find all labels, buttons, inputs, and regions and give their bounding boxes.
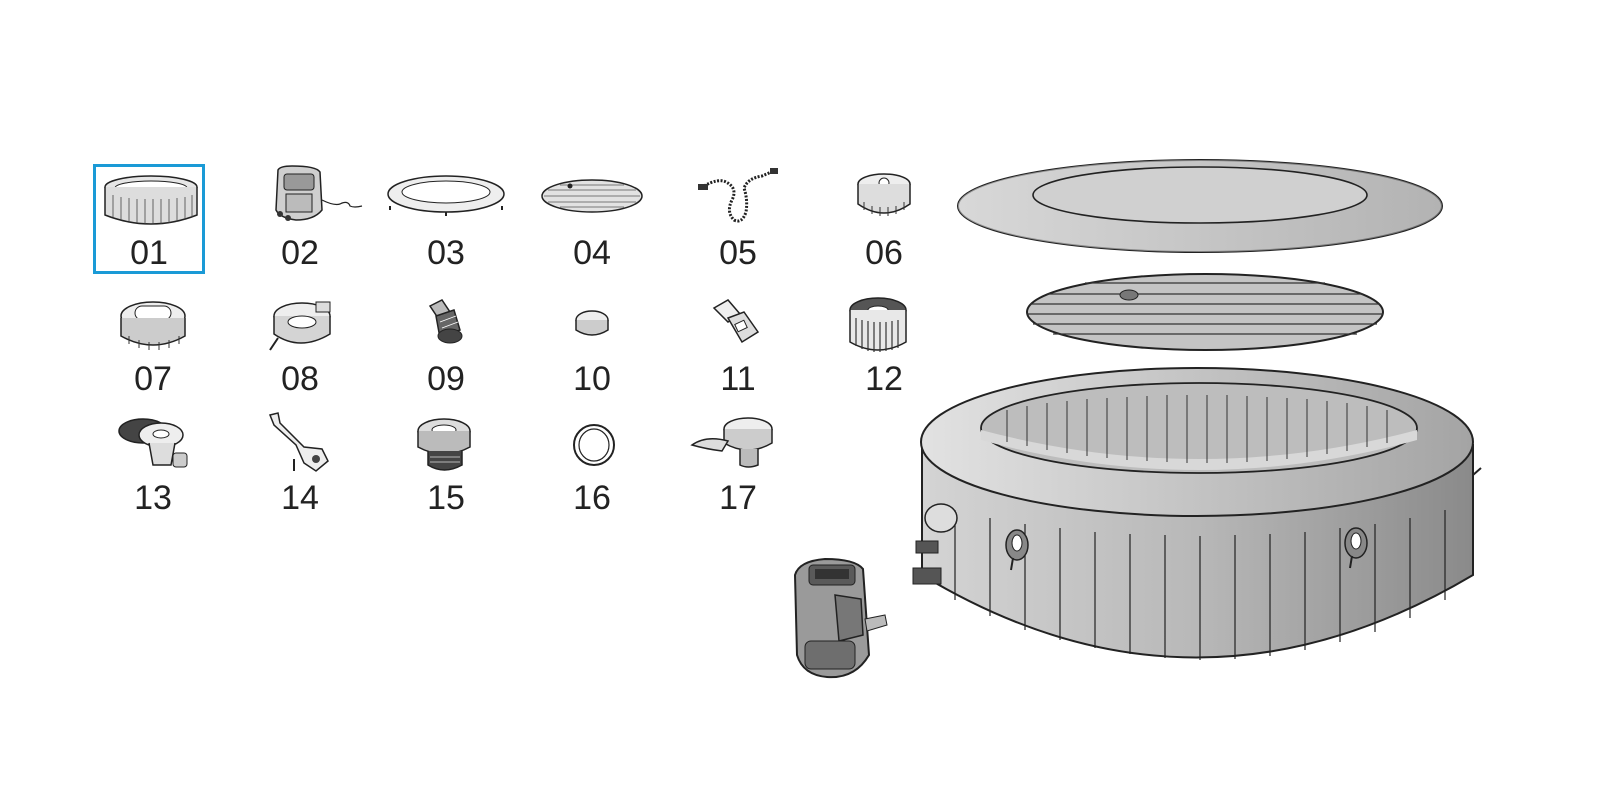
drain-plug-icon [120,301,186,350]
part-number: 14 [281,479,319,517]
part-12[interactable]: 12 [828,290,940,400]
part-01[interactable]: 01 [93,164,205,274]
spa-assembly-illustration [912,159,1482,660]
part-number: 03 [427,234,465,272]
tub-handle-right [1344,527,1368,569]
part-10[interactable]: 10 [536,290,648,400]
drain-valve-icon [118,418,188,468]
part-number: 17 [719,479,757,517]
part-number: 12 [865,360,903,398]
part-number: 06 [865,234,903,272]
part-05[interactable]: 05 [682,164,794,274]
part-number: 15 [427,479,465,517]
part-08[interactable]: 08 [244,290,356,400]
part-number: 01 [130,234,168,272]
inner-lid-icon [541,179,643,213]
hose-adapter-icon [428,299,463,344]
o-ring-icon [573,424,615,466]
threaded-connector-icon [417,418,471,471]
filter-housing-icon [269,301,331,351]
filter-cartridge-icon [849,297,907,352]
part-number: 07 [134,360,172,398]
part-09[interactable]: 09 [390,290,502,400]
wrench-tool-icon [268,412,329,472]
part-number: 09 [427,360,465,398]
inflation-valve-icon [690,417,773,468]
filter-cap-icon [857,173,911,216]
part-03[interactable]: 03 [387,164,505,274]
part-02[interactable]: 02 [244,164,363,274]
part-number: 08 [281,360,319,398]
inner-lid [1026,273,1384,351]
part-15[interactable]: 15 [390,409,502,519]
part-14[interactable]: 14 [244,409,356,519]
buckle-clip-icon [712,299,760,344]
spa-cover-icon [387,175,505,216]
part-number: 02 [281,234,319,272]
pump-unit-illustration [793,557,888,679]
spa-cover [957,159,1443,253]
part-17[interactable]: 17 [682,409,794,519]
part-number: 16 [573,479,611,517]
part-number: 05 [719,234,757,272]
small-cap-icon [575,310,609,336]
part-number: 04 [573,234,611,272]
part-16[interactable]: 16 [536,409,648,519]
spa-body-icon [104,175,198,225]
part-11[interactable]: 11 [682,290,794,400]
part-13[interactable]: 13 [97,409,209,519]
spa-tub [912,367,1482,660]
tub-connectors [912,503,958,585]
part-number: 10 [573,360,611,398]
coiled-hose-icon [698,168,778,223]
part-number: 11 [720,360,756,398]
part-07[interactable]: 07 [97,290,209,400]
part-04[interactable]: 04 [536,164,648,274]
tub-handle-left [1005,529,1029,571]
part-06[interactable]: 06 [828,164,940,274]
part-number: 13 [134,479,172,517]
pump-unit-icon [275,165,363,221]
